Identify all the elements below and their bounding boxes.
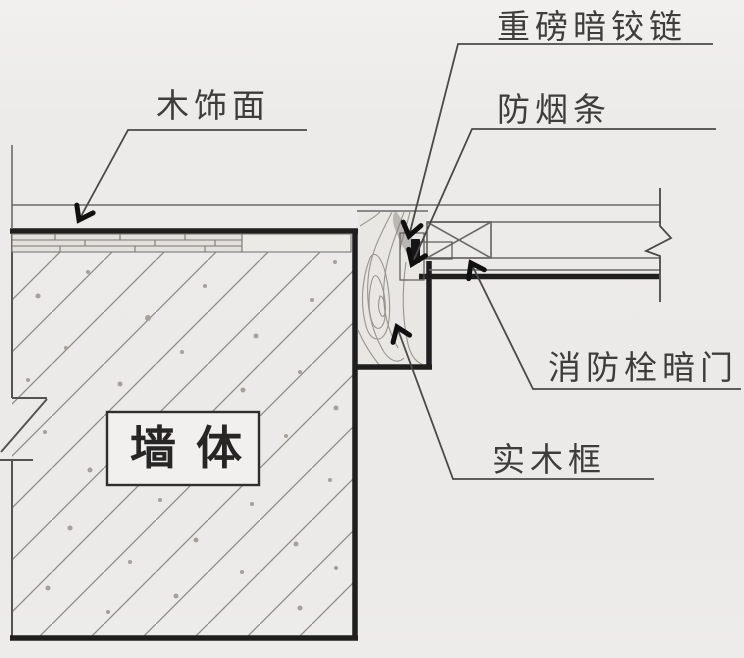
veneer-backing-board [241,233,352,253]
break-line-symbol [643,188,673,302]
wood-veneer-label: 木饰面 [156,87,270,124]
hydrant-door-leader [466,259,741,390]
concealed-door-leaf [419,188,673,302]
wall-label: 墙体 [130,422,262,474]
heavy-hinge-leader [400,43,713,241]
smoke-seal-leader [406,128,716,268]
wood-veneer-leader [74,129,307,224]
wall-aggregate-speckles [26,260,339,614]
heavy-hinge-label: 重磅暗铰链 [497,8,687,45]
solid-wood-frame [356,210,432,370]
wall-label-box: 墙体 [105,410,262,487]
wood-frame-label: 实木框 [492,441,606,478]
wall-left-break-edge [0,233,48,636]
leader-lines [74,43,741,480]
wood-frame-leader [390,323,654,480]
smoke-seal-label: 防烟条 [497,91,611,128]
wood-veneer-strip [11,233,352,253]
hydrant-door-label: 消防栓暗门 [548,349,738,386]
